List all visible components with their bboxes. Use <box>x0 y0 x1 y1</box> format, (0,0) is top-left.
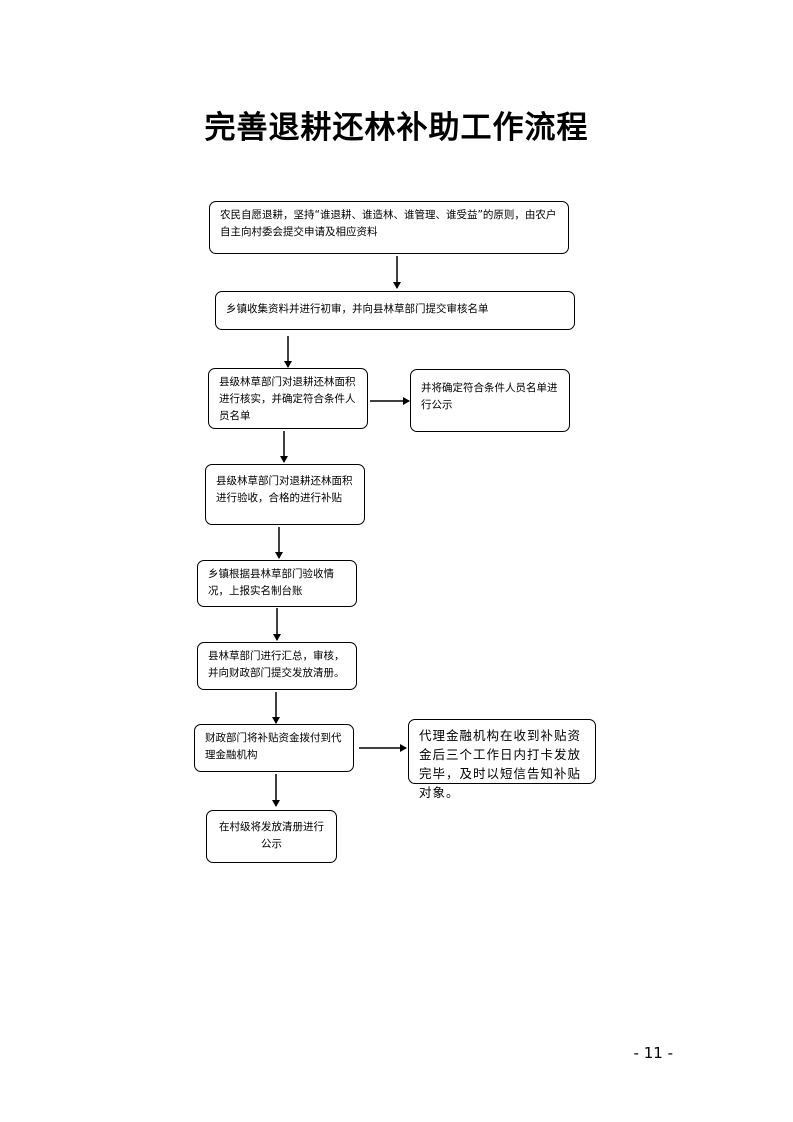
step-2-box: 乡镇收集资料并进行初审，并向县林草部门提交审核名单 <box>215 291 575 330</box>
step-4-box: 县级林草部门对退耕还林面积进行验收，合格的进行补贴 <box>205 464 365 525</box>
step-8-box: 在村级将发放清册进行公示 <box>206 810 337 863</box>
step-7-box: 财政部门将补贴资金拨付到代理金融机构 <box>194 724 354 772</box>
page-number: - 11 - <box>633 1044 673 1062</box>
step-1-box: 农民自愿退耕，坚持“谁退耕、谁造林、谁管理、谁受益”的原则，由农户自主向村委会提… <box>209 201 569 254</box>
step-3-side-box: 并将确定符合条件人员名单进行公示 <box>410 369 570 432</box>
page-title: 完善退耕还林补助工作流程 <box>204 110 589 146</box>
step-3-box: 县级林草部门对退耕还林面积进行核实，并确定符合条件人员名单 <box>208 368 368 429</box>
step-5-box: 乡镇根据县林草部门验收情况，上报实名制台账 <box>197 560 357 607</box>
step-7-side-box: 代理金融机构在收到补贴资金后三个工作日内打卡发放完毕，及时以短信告知补贴对象。 <box>408 719 596 800</box>
step-6-box: 县林草部门进行汇总，审核，并向财政部门提交发放清册。 <box>197 642 357 690</box>
